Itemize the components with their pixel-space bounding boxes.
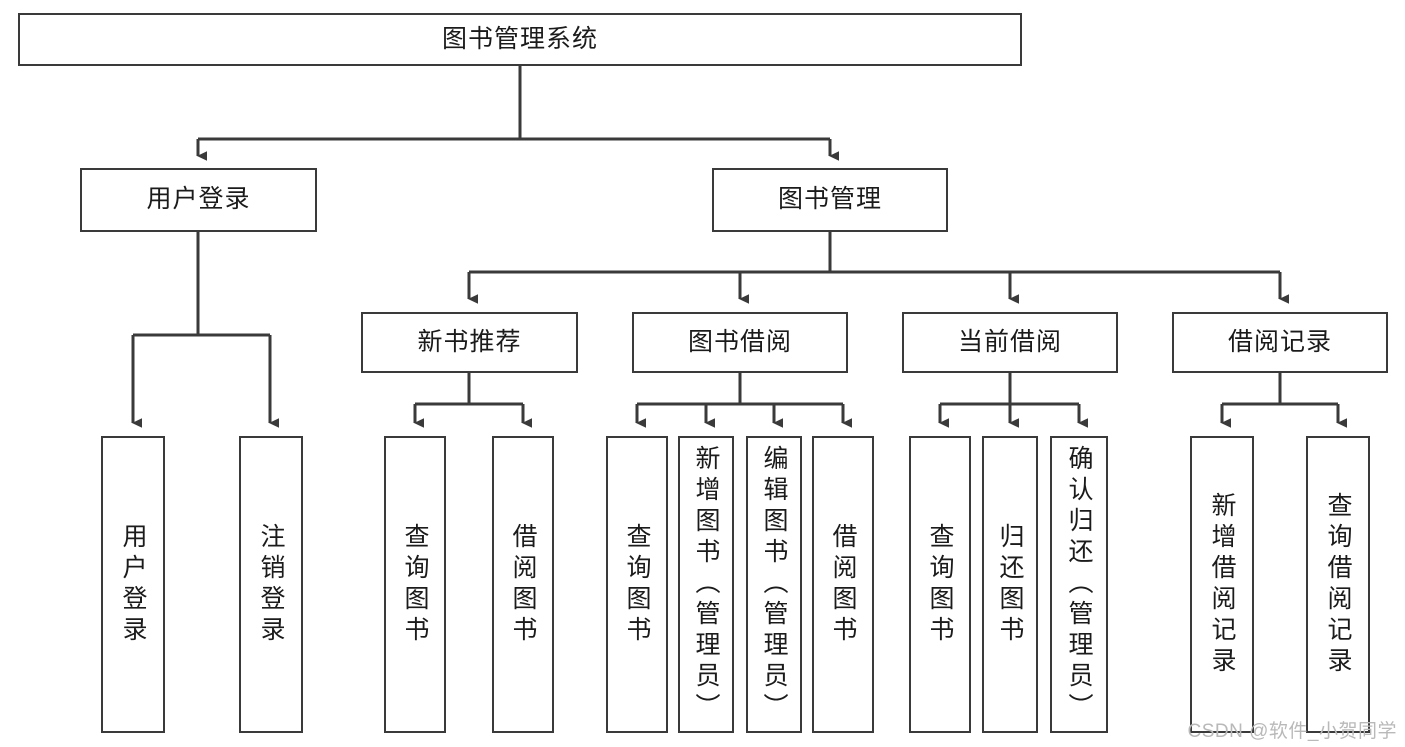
leaf-borrow-book-1[interactable]: 借阅图书 [492,436,554,733]
leaf-user-login-label: 用户登录 [119,522,147,647]
leaf-add-book-label: 新增图书（管理员） [692,445,720,724]
node-book-borrow[interactable]: 图书借阅 [632,312,848,373]
leaf-query-book-1-label: 查询图书 [401,522,429,647]
leaf-borrow-book-2[interactable]: 借阅图书 [812,436,874,733]
leaf-add-book[interactable]: 新增图书（管理员） [678,436,734,733]
leaf-add-record[interactable]: 新增借阅记录 [1190,436,1254,733]
node-book-manage[interactable]: 图书管理 [712,168,948,232]
node-new-book-recommend-label: 新书推荐 [417,327,522,356]
node-new-book-recommend[interactable]: 新书推荐 [361,312,578,373]
leaf-user-login[interactable]: 用户登录 [101,436,165,733]
leaf-borrow-book-2-label: 借阅图书 [829,522,857,647]
leaf-confirm-return[interactable]: 确认归还（管理员） [1050,436,1108,733]
leaf-query-book-1[interactable]: 查询图书 [384,436,446,733]
leaf-query-book-2[interactable]: 查询图书 [606,436,668,733]
leaf-query-book-3-label: 查询图书 [926,522,954,647]
node-current-borrow[interactable]: 当前借阅 [902,312,1118,373]
leaf-query-book-2-label: 查询图书 [623,522,651,647]
leaf-borrow-book-1-label: 借阅图书 [509,522,537,647]
leaf-edit-book-label: 编辑图书（管理员） [760,445,788,724]
node-borrow-record[interactable]: 借阅记录 [1172,312,1388,373]
leaf-return-book[interactable]: 归还图书 [982,436,1038,733]
leaf-query-record[interactable]: 查询借阅记录 [1306,436,1370,733]
node-user-login[interactable]: 用户登录 [80,168,317,232]
leaf-return-book-label: 归还图书 [996,522,1024,647]
node-user-login-label: 用户登录 [146,185,251,214]
leaf-query-book-3[interactable]: 查询图书 [909,436,971,733]
node-root[interactable]: 图书管理系统 [18,13,1022,66]
node-current-borrow-label: 当前借阅 [957,327,1062,356]
node-book-borrow-label: 图书借阅 [687,327,792,356]
leaf-query-record-label: 查询借阅记录 [1324,491,1352,678]
leaf-edit-book[interactable]: 编辑图书（管理员） [746,436,802,733]
leaf-add-record-label: 新增借阅记录 [1208,491,1236,678]
node-borrow-record-label: 借阅记录 [1227,327,1332,356]
leaf-confirm-return-label: 确认归还（管理员） [1065,445,1093,724]
node-root-label: 图书管理系统 [441,24,598,53]
leaf-user-logout[interactable]: 注销登录 [239,436,303,733]
node-book-manage-label: 图书管理 [777,185,882,214]
leaf-user-logout-label: 注销登录 [257,522,285,647]
watermark-text: CSDN @软件_小贺同学 [1187,721,1397,742]
